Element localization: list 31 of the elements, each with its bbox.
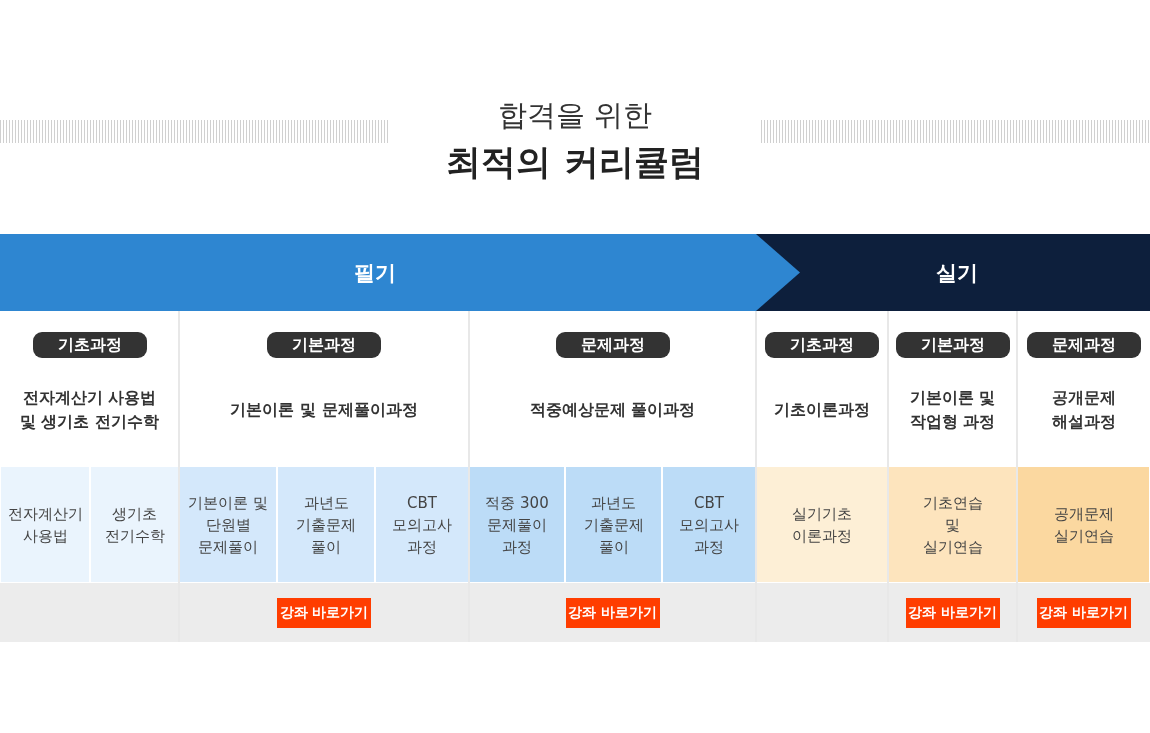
lecture-button: 강좌 바로가기	[565, 598, 660, 628]
course-cell: 적중 300 문제풀이 과정	[470, 467, 564, 582]
course-cell: 과년도 기출문제 풀이	[278, 467, 374, 582]
course-description: 전자계산기 사용법 및 생기초 전기수학	[18, 387, 161, 433]
course-description: 기초이론과정	[773, 399, 871, 421]
course-description: 기본이론 및 작업형 과정	[908, 387, 997, 433]
course-cell: 공개문제 실기연습	[1018, 467, 1149, 582]
arrow-band: 필기	[0, 234, 800, 311]
course-cell: 생기초 전기수학	[91, 467, 178, 582]
lecture-button: 강좌 바로가기	[1036, 598, 1131, 628]
course-description: 적중예상문제 풀이과정	[528, 399, 697, 421]
lecture-button: 강좌 바로가기	[905, 598, 1000, 628]
course-description: 기본이론 및 문제풀이과정	[229, 399, 419, 421]
course-badge: 기본과정	[267, 332, 381, 358]
title: 최적의 커리큘럼	[445, 140, 705, 184]
course-cell: 기본이론 및 단원별 문제풀이	[180, 467, 276, 582]
course-cell: CBT 모의고사 과정	[663, 467, 755, 582]
course-cell: 전자계산기 사용법	[1, 467, 89, 582]
subtitle: 합격을 위한	[496, 97, 654, 134]
lecture-button: 강좌 바로가기	[277, 598, 371, 628]
course-cell: 과년도 기출문제 풀이	[566, 467, 661, 582]
course-badge: 기초과정	[32, 332, 147, 358]
course-cell: 실기기초 이론과정	[757, 467, 887, 582]
course-description: 공개문제 해설과정	[1050, 387, 1117, 433]
band: 실기	[756, 234, 1150, 311]
course-badge: 문제과정	[555, 332, 670, 358]
course-cell: 기초연습 및 실기연습	[889, 467, 1016, 582]
course-badge: 문제과정	[1026, 332, 1141, 358]
course-badge: 기초과정	[765, 332, 879, 358]
course-badge: 기본과정	[895, 332, 1010, 358]
course-cell: CBT 모의고사 과정	[376, 467, 468, 582]
